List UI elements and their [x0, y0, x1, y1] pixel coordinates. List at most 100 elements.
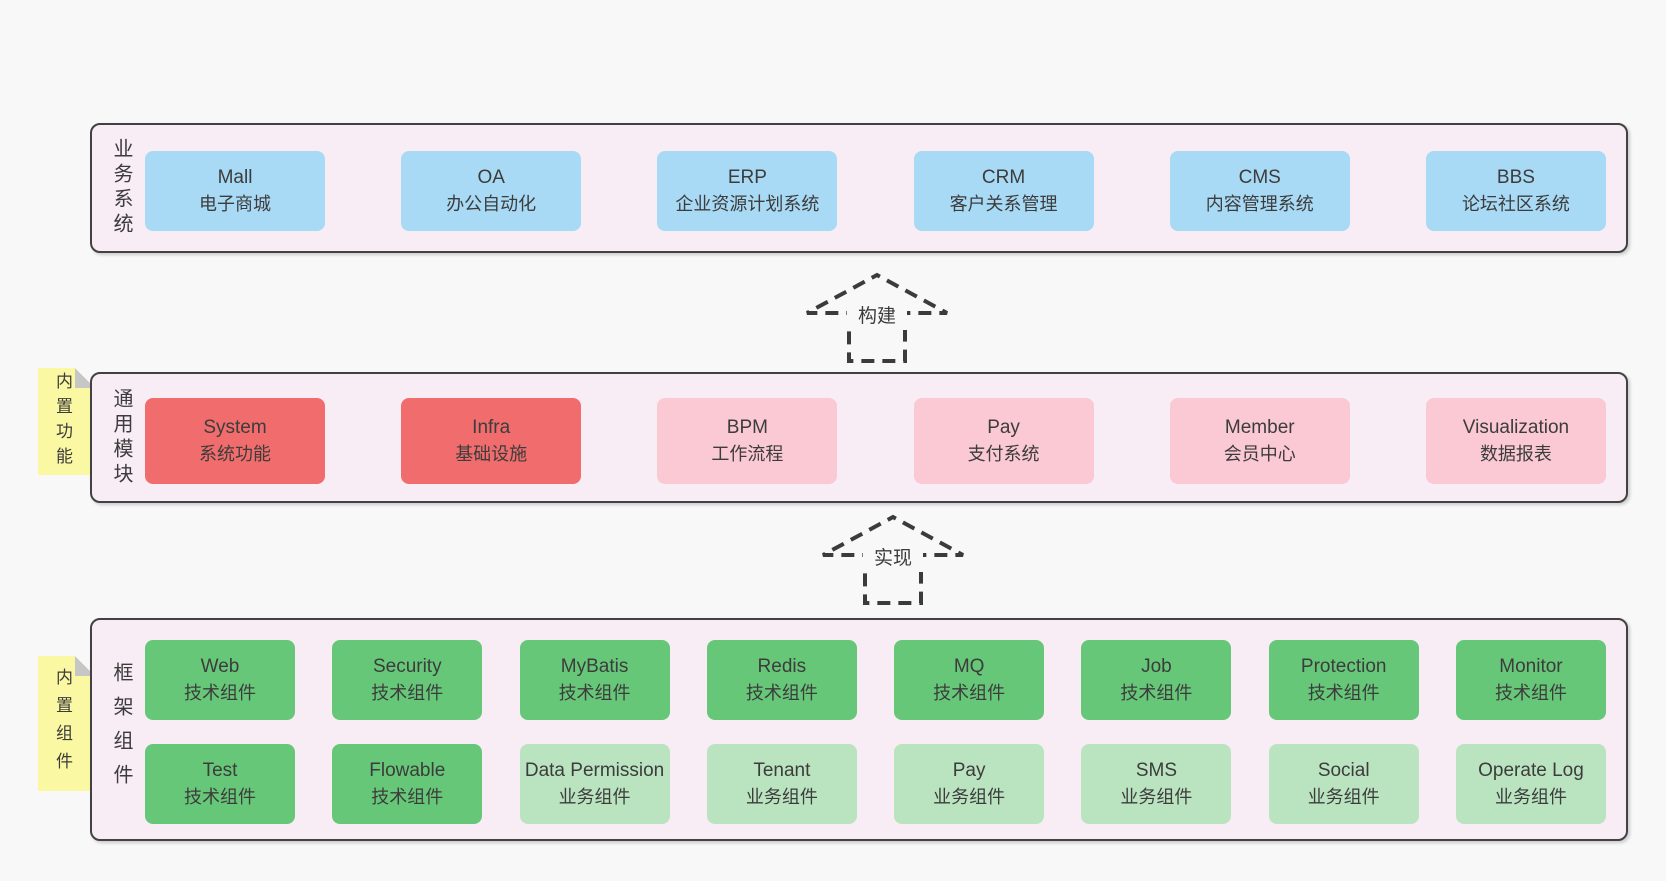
arrow-outline [806, 272, 948, 363]
card-system: System 系统功能 [145, 398, 325, 484]
card-visualization: Visualization 数据报表 [1425, 398, 1606, 484]
sticky-note-built-in-components: 内置组件 [38, 656, 95, 791]
card-name: Monitor [1499, 656, 1563, 677]
card-pay-module: Pay 支付系统 [913, 398, 1094, 484]
arrow-label-background [863, 540, 923, 572]
card-name: BPM [726, 417, 768, 438]
card-name: Flowable [369, 760, 446, 781]
framework-card-row-2: Test 技术组件 Flowable 技术组件 Data Permission … [145, 744, 1606, 824]
card-description: 业务组件 [1307, 787, 1380, 807]
card-monitor: Monitor 技术组件 [1455, 640, 1606, 720]
card-description: 会员中心 [1223, 444, 1296, 464]
card-operate-log: Operate Log 业务组件 [1455, 744, 1606, 824]
card-description: 工作流程 [711, 444, 784, 464]
card-description: 技术组件 [558, 683, 631, 703]
card-job: Job 技术组件 [1081, 640, 1232, 720]
panel-side-label: 业务系统 [110, 138, 132, 238]
business-card-row: Mall 电子商城 OA 办公自动化 ERP 企业资源计划系统 CRM 客户关系… [145, 151, 1606, 231]
card-name: CMS [1238, 167, 1281, 188]
card-name: SMS [1135, 760, 1177, 781]
card-description: 技术组件 [933, 683, 1006, 703]
card-cms: CMS 内容管理系统 [1169, 151, 1350, 231]
card-name: Member [1224, 417, 1295, 438]
card-name: MQ [953, 656, 985, 677]
card-name: Redis [757, 656, 807, 677]
implement-arrow: 实现 [822, 514, 964, 605]
card-bpm: BPM 工作流程 [657, 398, 838, 484]
card-description: 客户关系管理 [949, 194, 1058, 214]
card-redis: Redis 技术组件 [706, 640, 857, 720]
card-name: Protection [1300, 656, 1387, 677]
panel-side-label: 框架组件 [110, 661, 132, 798]
card-description: 技术组件 [184, 683, 256, 703]
card-description: 技术组件 [371, 787, 444, 807]
arrow-outline [822, 514, 964, 605]
card-description: 企业资源计划系统 [675, 194, 820, 214]
card-infra: Infra 基础设施 [401, 398, 582, 484]
card-description: 系统功能 [199, 444, 271, 464]
card-name: Web [200, 656, 240, 677]
card-name: Security [372, 656, 442, 677]
card-name: Pay [987, 417, 1020, 438]
card-name: Operate Log [1478, 760, 1584, 781]
card-description: 支付系统 [967, 444, 1040, 464]
card-description: 技术组件 [371, 683, 444, 703]
card-name: Data Permission [524, 760, 665, 781]
card-description: 业务组件 [1120, 787, 1193, 807]
card-tenant: Tenant 业务组件 [706, 744, 857, 824]
card-protection: Protection 技术组件 [1268, 640, 1419, 720]
card-name: Mall [217, 167, 253, 188]
card-member: Member 会员中心 [1169, 398, 1350, 484]
card-description: 基础设施 [455, 444, 528, 464]
build-arrow: 构建 [806, 272, 948, 363]
card-mq: MQ 技术组件 [894, 640, 1045, 720]
card-mybatis: MyBatis 技术组件 [519, 640, 670, 720]
arrow-label: 实现 [874, 547, 912, 569]
card-name: Social [1317, 760, 1370, 781]
card-sms: SMS 业务组件 [1081, 744, 1232, 824]
card-name: Test [202, 760, 238, 781]
card-name: CRM [981, 167, 1026, 188]
card-security: Security 技术组件 [332, 640, 483, 720]
card-social: Social 业务组件 [1268, 744, 1419, 824]
card-name: ERP [727, 167, 767, 188]
framework-card-row-1: Web 技术组件 Security 技术组件 MyBatis 技术组件 Redi… [145, 640, 1606, 720]
card-description: 技术组件 [1307, 683, 1380, 703]
framework-components-panel: 框架组件 Web 技术组件 Security 技术组件 MyBatis 技术组件… [90, 618, 1628, 841]
card-erp: ERP 企业资源计划系统 [657, 151, 838, 231]
arrow-label: 构建 [858, 305, 896, 327]
card-description: 业务组件 [1494, 787, 1567, 807]
business-systems-panel: 业务系统 Mall 电子商城 OA 办公自动化 ERP 企业资源计划系统 CRM… [90, 123, 1628, 253]
note-label: 内置组件 [53, 667, 72, 780]
card-description: 业务组件 [745, 787, 818, 807]
card-name: Tenant [753, 760, 811, 781]
card-data-permission: Data Permission 业务组件 [519, 744, 670, 824]
card-name: Job [1141, 656, 1172, 677]
common-modules-panel: 通用模块 System 系统功能 Infra 基础设施 BPM 工作流程 Pay… [90, 372, 1628, 503]
card-flowable: Flowable 技术组件 [332, 744, 483, 824]
card-description: 电子商城 [199, 194, 271, 214]
card-description: 技术组件 [1120, 683, 1193, 703]
panel-side-label: 通用模块 [110, 387, 132, 488]
arrow-label-background [847, 298, 907, 330]
card-name: Pay [952, 760, 986, 781]
card-description: 技术组件 [745, 683, 818, 703]
card-crm: CRM 客户关系管理 [913, 151, 1094, 231]
card-description: 业务组件 [558, 787, 631, 807]
card-web: Web 技术组件 [145, 640, 295, 720]
card-mall: Mall 电子商城 [145, 151, 325, 231]
card-test: Test 技术组件 [145, 744, 295, 824]
card-description: 业务组件 [933, 787, 1006, 807]
card-bbs: BBS 论坛社区系统 [1425, 151, 1606, 231]
note-label: 内置功能 [53, 371, 72, 472]
card-description: 数据报表 [1479, 444, 1552, 464]
card-name: Visualization [1462, 417, 1570, 438]
card-description: 内容管理系统 [1205, 194, 1314, 214]
card-description: 办公自动化 [446, 194, 537, 214]
card-pay-component: Pay 业务组件 [894, 744, 1045, 824]
card-description: 论坛社区系统 [1461, 194, 1570, 214]
card-name: System [203, 417, 267, 438]
sticky-note-built-in-features: 内置功能 [38, 368, 95, 475]
card-name: Infra [472, 417, 511, 438]
